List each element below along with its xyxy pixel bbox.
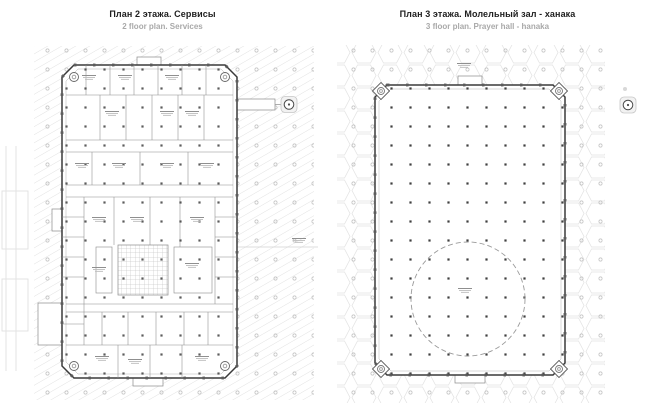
- plan-2-title: План 2 этажа. Сервисы: [109, 9, 216, 19]
- plan-3-prayer-hall-circle: [410, 241, 526, 357]
- plan-3-building: [371, 81, 569, 379]
- plan-3-header: План 3 этажа. Молельный зал - ханака 3 f…: [325, 0, 650, 41]
- floor-plan-2-figure: План 2 этажа. Сервисы 2 floor plan. Serv…: [0, 0, 325, 400]
- floor-plan-3-drawing: [337, 45, 637, 403]
- plan-3-corner-cores: [371, 81, 569, 379]
- floor-plan-2-drawing: [1, 46, 318, 400]
- plan-2-column-grid-dots: [62, 65, 237, 378]
- detail-callout-icon: [619, 96, 637, 114]
- plan-3-subtitle: 3 floor plan. Prayer hall - hanaka: [425, 22, 550, 31]
- plan-2-corner-cores: [69, 72, 230, 371]
- plan-3-column-grid-dots: [375, 85, 565, 375]
- plan-2-subtitle: 2 floor plan. Services: [122, 22, 203, 31]
- plan-3-marker-dot: [623, 87, 627, 91]
- plan-3-title: План 3 этажа. Молельный зал - ханака: [399, 9, 576, 19]
- plan-2-context-fragments: [1, 146, 29, 371]
- detail-callout-icon: [280, 96, 298, 113]
- plan-2-building: [60, 63, 239, 380]
- plan-2-header: План 2 этажа. Сервисы 2 floor plan. Serv…: [0, 0, 325, 41]
- floor-plan-3-figure: План 3 этажа. Молельный зал - ханака 3 f…: [325, 0, 650, 411]
